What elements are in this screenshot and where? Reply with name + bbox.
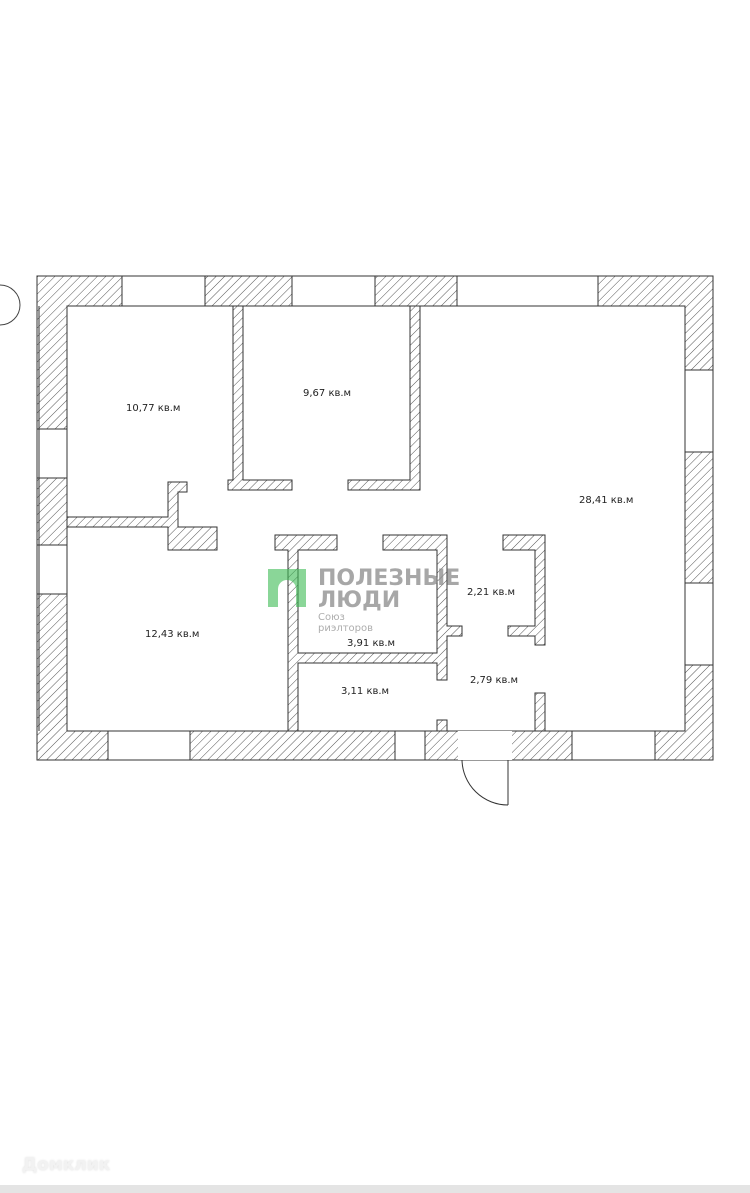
room-area-label: 9,67 кв.м <box>303 388 351 399</box>
room-area-label: 2,21 кв.м <box>467 587 515 598</box>
watermark-sub2: риэлторов <box>318 623 373 634</box>
room-area-label: 3,11 кв.м <box>341 686 389 697</box>
footer-bar <box>0 1185 750 1193</box>
room-area-label: 28,41 кв.м <box>579 495 633 506</box>
watermark-logo-icon <box>268 569 306 607</box>
watermark-line1: ПОЛЕЗНЫЕ <box>318 566 460 591</box>
watermark-sub1: Союз <box>318 612 345 623</box>
room-area-label: 10,77 кв.м <box>126 403 180 414</box>
watermark: ПОЛЕЗНЫЕ ЛЮДИ Союз риэлторов <box>268 566 460 634</box>
brand-watermark: Домклик <box>22 1155 111 1175</box>
room-area-label: 3,91 кв.м <box>347 638 395 649</box>
walls <box>36 275 714 761</box>
room-area-label: 12,43 кв.м <box>145 629 199 640</box>
room-labels: 10,77 кв.м 9,67 кв.м 28,41 кв.м 12,43 кв… <box>126 388 633 697</box>
room-area-label: 2,79 кв.м <box>470 675 518 686</box>
windows <box>36 275 714 761</box>
entrance-door <box>461 759 509 806</box>
watermark-line2: ЛЮДИ <box>318 588 400 613</box>
compass-fragment <box>0 284 21 326</box>
